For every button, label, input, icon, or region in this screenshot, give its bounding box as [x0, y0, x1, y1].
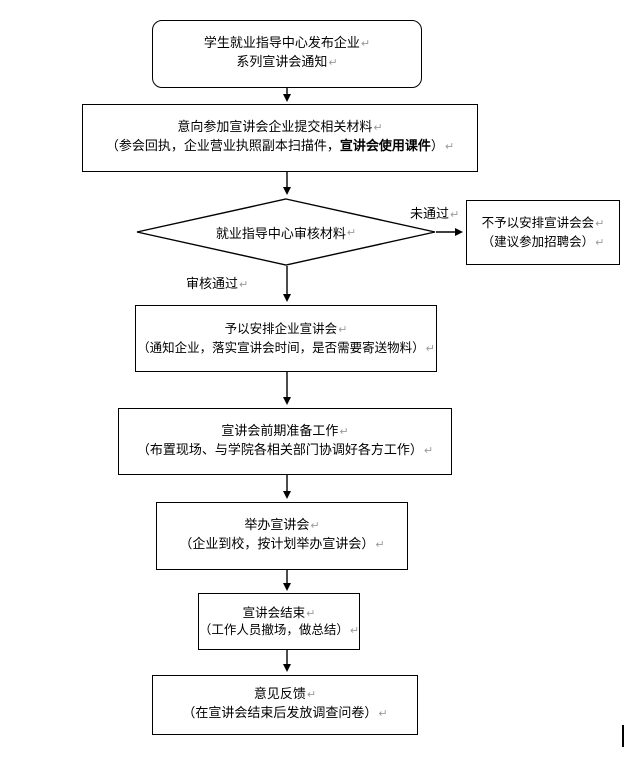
node-line: 意向参加宣讲会企业提交相关材料↵	[177, 120, 383, 136]
edge-label-passed: 审核通过↵	[186, 277, 249, 292]
node-feedback[interactable]: 意见反馈↵ （在宣讲会结束后发放调查问卷）↵	[152, 675, 418, 735]
pilcrow-icon: ↵	[338, 323, 348, 337]
node-line: （通知企业，落实宣讲会时间，是否需要寄送物料）↵	[137, 339, 435, 355]
node-line: （工作人员撤场，做总结）↵	[198, 621, 360, 637]
pilcrow-icon: ↵	[373, 121, 383, 135]
node-line: 宣讲会结束↵	[242, 605, 316, 621]
pilcrow-icon: ↵	[375, 538, 385, 551]
pilcrow-icon: ↵	[450, 208, 460, 221]
pilcrow-icon: ↵	[595, 235, 605, 249]
node-publish-notice[interactable]: 学生就业指导中心发布企业↵ 系列宣讲会通知↵	[152, 20, 422, 88]
node-line: 宣讲会前期准备工作↵	[221, 423, 349, 439]
node-approve-arrange[interactable]: 予以安排企业宣讲会↵ （通知企业，落实宣讲会时间，是否需要寄送物料）↵	[135, 305, 437, 372]
pilcrow-icon: ↵	[425, 341, 435, 355]
pilcrow-icon: ↵	[360, 37, 371, 51]
node-line-emphasis: （参会回执，企业营业执照副本扫描件，宣讲会使用课件）↵	[105, 139, 455, 154]
node-session-end[interactable]: 宣讲会结束↵ （工作人员撤场，做总结）↵	[198, 593, 360, 650]
emphasized-text: 宣讲会使用课件	[339, 139, 431, 154]
pilcrow-icon: ↵	[310, 519, 320, 533]
pilcrow-icon: ↵	[349, 623, 360, 637]
node-line: （在宣讲会结束后发放调查问卷）↵	[182, 706, 388, 721]
node-hold-session[interactable]: 举办宣讲会↵ （企业到校，按计划举办宣讲会）↵	[156, 502, 408, 570]
node-line: 意见反馈↵	[253, 687, 317, 703]
node-review-decision[interactable]: 就业指导中心审核材料↵	[136, 198, 436, 266]
pilcrow-icon: ↵	[378, 707, 388, 720]
diamond-label: 就业指导中心审核材料↵	[215, 225, 357, 242]
pilcrow-icon: ↵	[423, 443, 434, 457]
pilcrow-icon: ↵	[346, 225, 357, 239]
node-line: 不予以安排宣讲会会↵	[481, 215, 605, 231]
node-submit-materials[interactable]: 意向参加宣讲会企业提交相关材料↵ （参会回执，企业营业执照副本扫描件，宣讲会使用…	[82, 104, 478, 172]
node-line: （布置现场、与学院各相关部门协调好各方工作）↵	[136, 442, 434, 458]
node-line: 予以安排企业宣讲会↵	[224, 321, 348, 337]
text-cursor-mark	[622, 725, 624, 747]
pilcrow-icon: ↵	[595, 217, 605, 231]
pilcrow-icon: ↵	[306, 607, 316, 621]
edge-label-failed: 未通过↵	[410, 207, 460, 222]
diamond-shape	[136, 198, 436, 266]
pilcrow-icon: ↵	[306, 688, 317, 702]
node-line: 系列宣讲会通知↵	[236, 55, 338, 70]
node-preparation[interactable]: 宣讲会前期准备工作↵ （布置现场、与学院各相关部门协调好各方工作）↵	[118, 408, 452, 475]
pilcrow-icon: ↵	[328, 56, 338, 69]
node-line: （建议参加招聘会）↵	[481, 233, 605, 249]
node-reject-arrange[interactable]: 不予以安排宣讲会会↵ （建议参加招聘会）↵	[466, 200, 620, 265]
node-line: 学生就业指导中心发布企业↵	[203, 36, 371, 52]
node-line: 举办宣讲会↵	[244, 518, 320, 534]
pilcrow-icon: ↵	[239, 278, 249, 291]
pilcrow-icon: ↵	[444, 140, 455, 153]
pilcrow-icon: ↵	[339, 424, 349, 438]
node-line: （企业到校，按计划举办宣讲会）↵	[179, 537, 385, 552]
